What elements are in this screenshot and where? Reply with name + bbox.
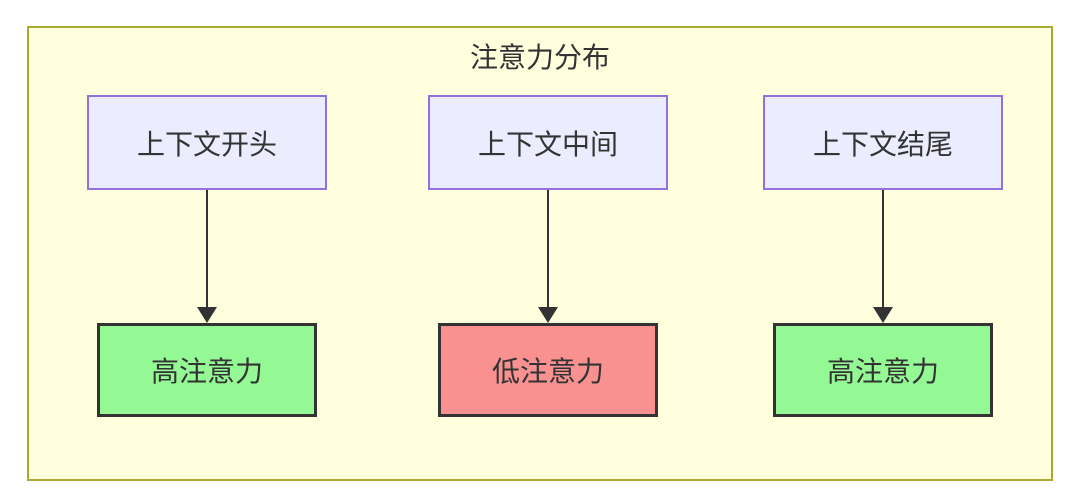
node-context-middle: 上下文中间	[428, 95, 668, 190]
diagram-title: 注意力分布	[469, 42, 610, 73]
edge-line	[206, 190, 208, 308]
attention-distribution-container: 注意力分布 上下文开头 高注意力 上下文中间 低注意力 上下文结尾 高注意力	[27, 26, 1053, 481]
node-low-attention-middle: 低注意力	[438, 323, 658, 417]
edge-line	[882, 190, 884, 308]
node-high-attention-start: 高注意力	[97, 323, 317, 417]
node-context-start: 上下文开头	[87, 95, 327, 190]
arrowhead-icon	[197, 307, 217, 323]
edge-line	[547, 190, 549, 308]
arrowhead-icon	[538, 307, 558, 323]
node-context-end: 上下文结尾	[763, 95, 1003, 190]
arrowhead-icon	[873, 307, 893, 323]
node-high-attention-end: 高注意力	[773, 323, 993, 417]
